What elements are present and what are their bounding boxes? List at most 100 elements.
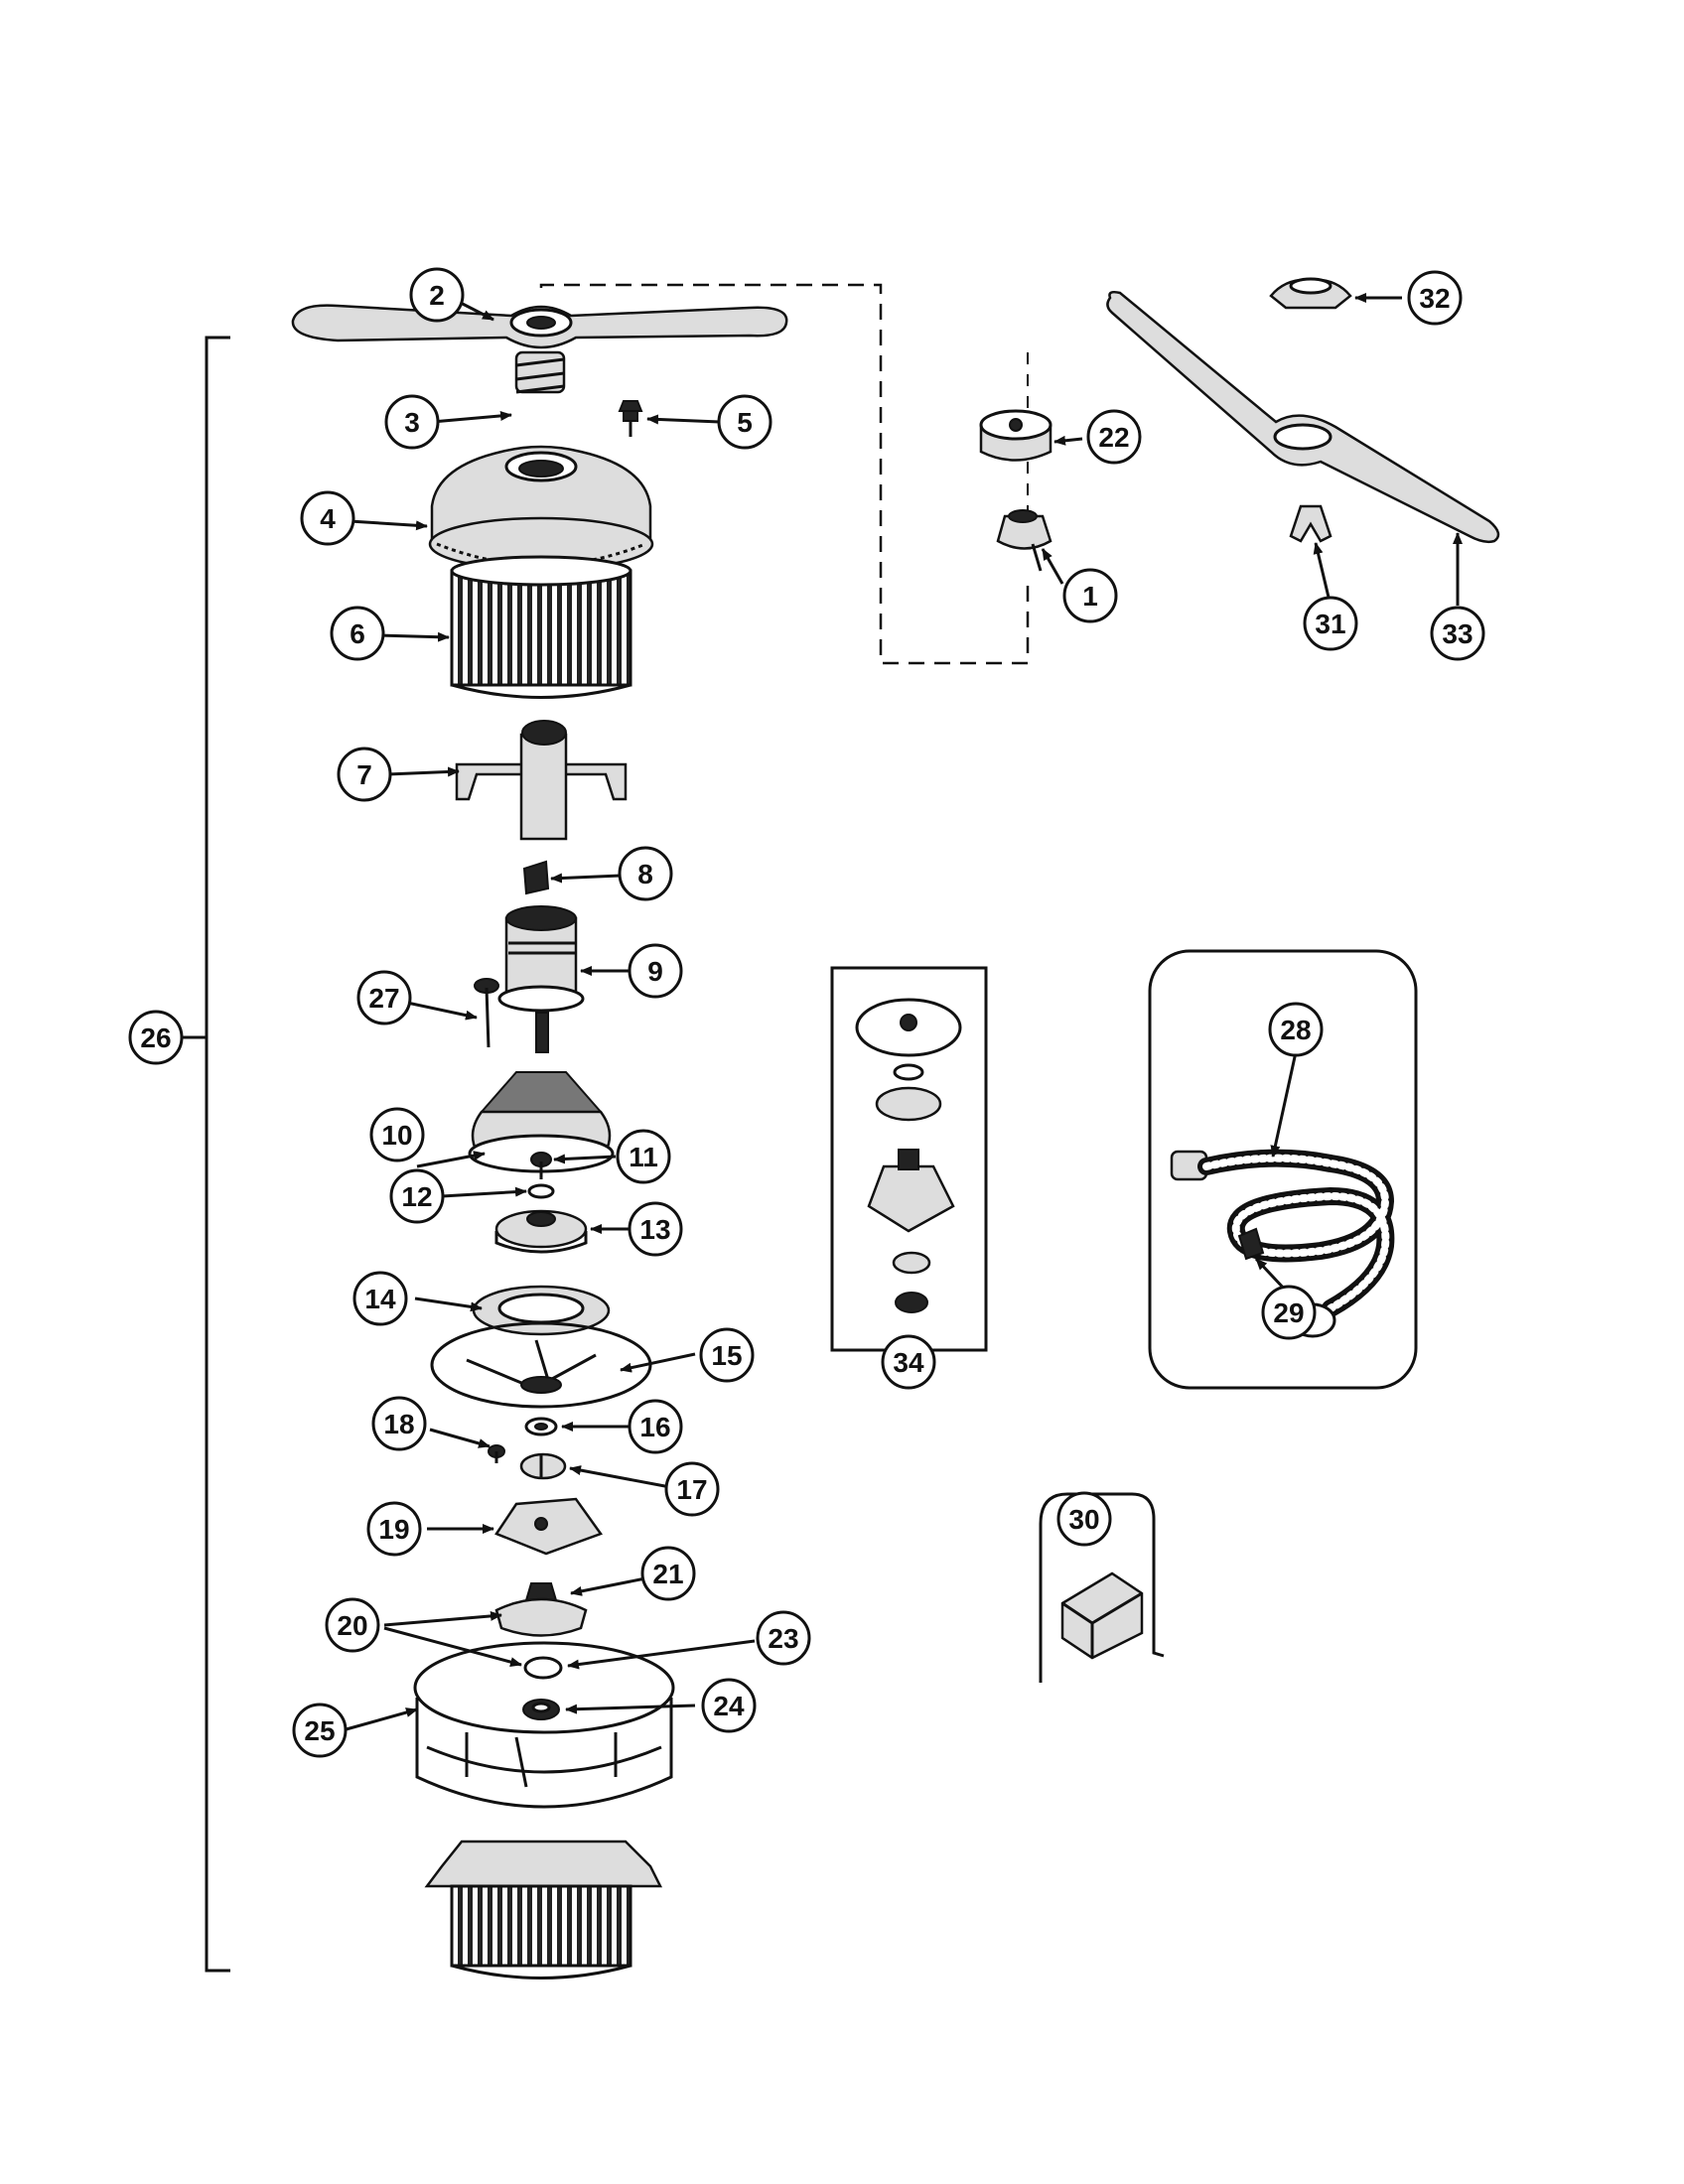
part-ring-14 [472, 1285, 611, 1336]
callout-label: 23 [768, 1623, 798, 1654]
callout-circle [881, 1334, 936, 1390]
part-retainer-17 [519, 1452, 567, 1480]
callout-4: 4 [300, 490, 355, 546]
callout-1: 1 [1062, 568, 1118, 623]
callout-7: 7 [337, 747, 392, 802]
callout-label: 18 [383, 1409, 414, 1439]
part-filter-screen [450, 555, 632, 699]
part-clip-31 [1289, 504, 1333, 543]
callout-circle [701, 1678, 757, 1733]
part-seal-16 [524, 1417, 558, 1436]
callout-layer: 1234567891011121314151617181920212223242… [128, 267, 1485, 1758]
part-clip-8 [522, 860, 550, 895]
callout-33: 33 [1430, 606, 1485, 661]
callout-label: 30 [1068, 1504, 1099, 1535]
callout-label: 17 [676, 1474, 707, 1505]
leader-lines [342, 293, 1463, 1732]
callout-circle [409, 267, 465, 323]
callout-32: 32 [1407, 270, 1463, 326]
callout-label: 15 [711, 1340, 742, 1371]
callout-label: 24 [713, 1691, 745, 1721]
part-washer-12 [527, 1183, 555, 1199]
callout-label: 7 [356, 759, 372, 790]
callout-circle [128, 1010, 184, 1065]
relay-box-30 [1039, 1492, 1165, 1683]
callout-label: 8 [637, 859, 653, 889]
part-plate-15 [430, 1321, 652, 1409]
callout-label: 33 [1442, 618, 1473, 649]
callout-label: 25 [304, 1715, 335, 1746]
part-screw-5 [618, 400, 643, 437]
part-bracket-7 [455, 720, 628, 841]
callout-label: 16 [639, 1412, 670, 1442]
callout-circle [618, 846, 673, 901]
callout-25: 25 [292, 1703, 348, 1758]
part-screw-11 [530, 1152, 552, 1179]
callout-label: 21 [652, 1559, 683, 1589]
callout-circle [1430, 606, 1485, 661]
callout-label: 3 [404, 407, 420, 438]
callout-label: 11 [629, 1142, 658, 1172]
callout-9: 9 [628, 943, 683, 999]
part-spring [514, 350, 566, 394]
callout-circle [756, 1610, 811, 1666]
part-seal-24 [522, 1699, 560, 1720]
callout-circle [1086, 409, 1142, 465]
callout-circle [628, 1399, 683, 1454]
callout-28: 28 [1268, 1002, 1324, 1057]
callout-3: 3 [384, 394, 440, 450]
callout-24: 24 [701, 1678, 757, 1733]
callout-23: 23 [756, 1610, 811, 1666]
callout-31: 31 [1303, 596, 1358, 651]
callout-17: 17 [664, 1461, 720, 1517]
dashed-routing-line [539, 283, 1030, 665]
callout-circle [337, 747, 392, 802]
part-coupler-21 [494, 1582, 588, 1637]
part-pump-base-25 [413, 1641, 675, 1979]
part-screw-18 [488, 1444, 505, 1463]
callout-11: 11 [616, 1129, 671, 1184]
part-filter-cover [428, 445, 654, 572]
callout-circle [352, 1271, 408, 1326]
callout-circle [356, 970, 412, 1025]
callout-26: 26 [128, 1010, 184, 1065]
callout-label: 14 [364, 1284, 396, 1314]
callout-34: 34 [881, 1334, 936, 1390]
callout-circle [371, 1396, 427, 1451]
assembly-bracket [205, 336, 230, 1973]
callout-circle [330, 606, 385, 661]
callout-label: 31 [1315, 609, 1345, 639]
callout-label: 1 [1082, 581, 1098, 612]
callout-circle [664, 1461, 720, 1517]
callout-21: 21 [640, 1546, 696, 1601]
callout-27: 27 [356, 970, 412, 1025]
callout-30: 30 [1056, 1491, 1112, 1547]
callout-circle [628, 943, 683, 999]
callout-15: 15 [699, 1327, 755, 1383]
part-pin-27 [474, 978, 499, 1048]
callout-label: 19 [378, 1514, 409, 1545]
part-nozzle-1 [996, 509, 1052, 572]
callout-label: 29 [1273, 1297, 1304, 1328]
callout-label: 22 [1098, 422, 1129, 453]
callout-18: 18 [371, 1396, 427, 1451]
callout-10: 10 [369, 1107, 425, 1162]
callout-29: 29 [1261, 1285, 1317, 1340]
callout-label: 2 [429, 280, 445, 311]
hose-box-28 [1148, 949, 1418, 1390]
callout-circle [717, 394, 772, 450]
callout-12: 12 [389, 1168, 445, 1224]
callout-label: 28 [1280, 1015, 1311, 1045]
callout-16: 16 [628, 1399, 683, 1454]
callout-label: 5 [737, 407, 753, 438]
callout-circle [1268, 1002, 1324, 1057]
callout-label: 34 [893, 1347, 924, 1378]
callout-14: 14 [352, 1271, 408, 1326]
part-cap-22 [979, 409, 1052, 462]
callout-circle [384, 394, 440, 450]
callout-circle [699, 1327, 755, 1383]
callout-circle [1062, 568, 1118, 623]
callout-20: 20 [325, 1597, 380, 1653]
callout-label: 13 [639, 1214, 670, 1245]
